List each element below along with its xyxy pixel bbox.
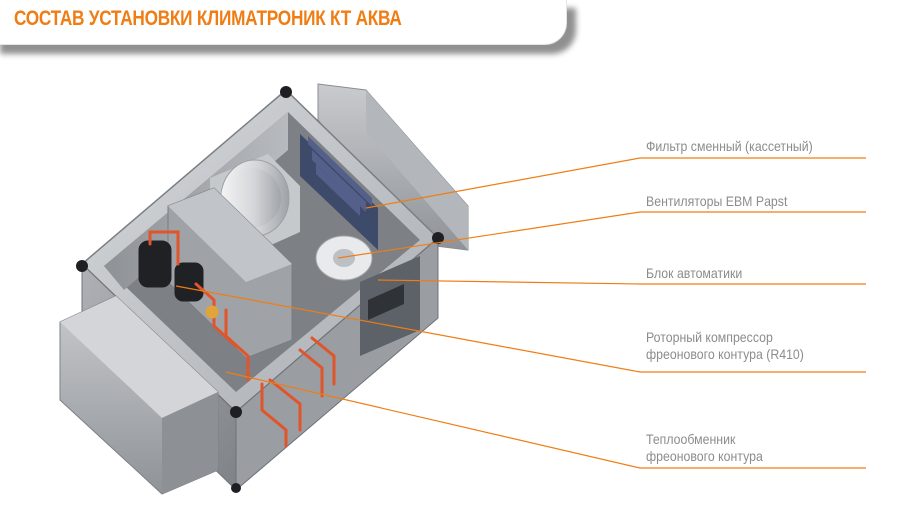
leader-compressor [175, 285, 866, 373]
leader-lines [175, 157, 866, 469]
front-duct [59, 295, 219, 495]
label-automation: Блок автоматики [646, 265, 743, 281]
leader-automation [377, 279, 866, 285]
label-fans: Вентиляторы EBM Papst [646, 193, 788, 209]
corner-caps [76, 86, 444, 493]
compressor-freon-circuit [138, 230, 336, 448]
leader-filter [365, 157, 866, 209]
rear-duct [317, 83, 469, 251]
leader-fans [337, 211, 866, 259]
label-filter: Фильтр сменный (кассетный) [646, 138, 813, 154]
leader-heat-exchanger [225, 371, 866, 469]
header-banner: СОСТАВ УСТАНОВКИ КЛИМАТРОНИК КТ АКВА [0, 0, 567, 45]
page-title: СОСТАВ УСТАНОВКИ КЛИМАТРОНИК КТ АКВА [14, 7, 402, 30]
label-compressor: Роторный компрессор фреонового контура (… [646, 329, 804, 362]
filter-cassette [300, 134, 378, 250]
label-heat-exchanger: Теплообменник фреонового контура [646, 431, 763, 464]
